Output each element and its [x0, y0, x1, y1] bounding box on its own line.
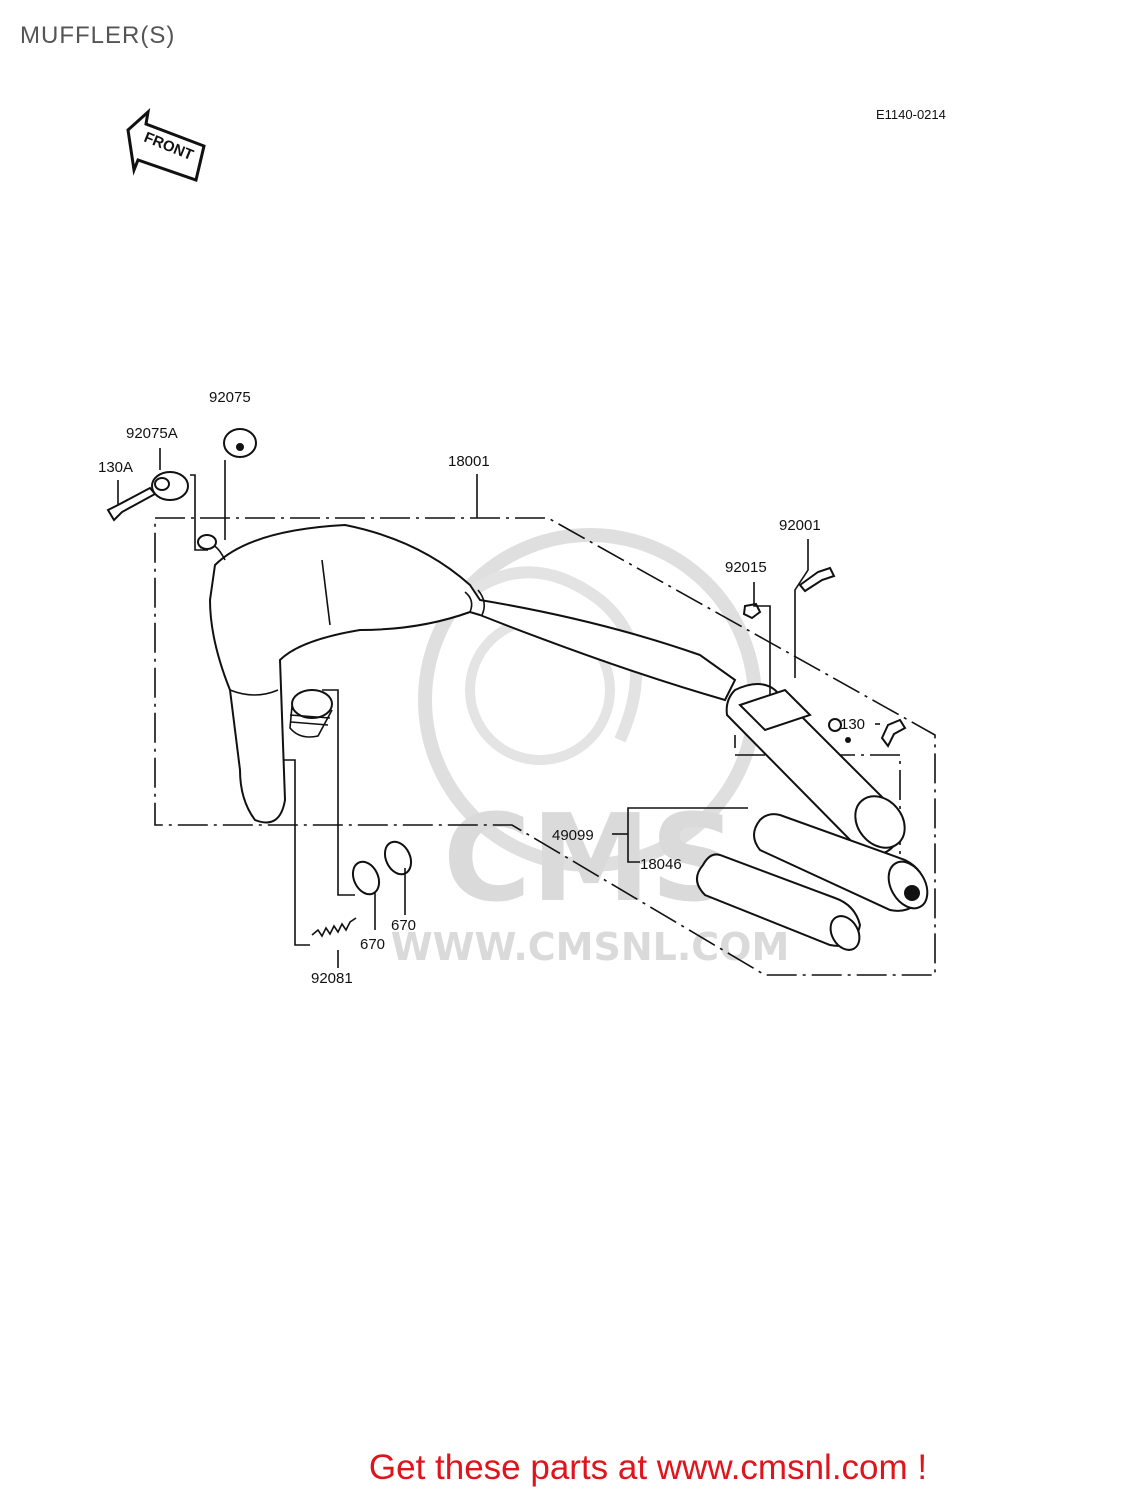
callout-130a: 130A — [98, 459, 133, 476]
callout-labels: 92075 92075A 130A 18001 92001 92015 130 … — [98, 389, 865, 987]
callout-130: 130 — [840, 716, 865, 733]
hardware-92075a-grommet — [151, 471, 189, 501]
callout-18001: 18001 — [448, 453, 490, 470]
hardware-92001-bolt — [798, 566, 836, 593]
page-title: MUFFLER(S) — [20, 22, 176, 49]
silencer-body — [725, 683, 906, 856]
watermark-logo-text: CMS — [443, 790, 737, 929]
callout-92001: 92001 — [779, 517, 821, 534]
expansion-chamber-18001 — [197, 523, 737, 824]
silencer-inner-tubes — [696, 813, 929, 951]
callout-670-right: 670 — [391, 917, 416, 934]
hardware-92081-spring — [311, 917, 357, 938]
callout-670-left: 670 — [360, 936, 385, 953]
callout-92075a: 92075A — [126, 425, 178, 442]
leader-lines — [117, 448, 880, 968]
hardware-130-bolt — [880, 718, 907, 748]
reference-code: E1140-0214 — [876, 107, 946, 122]
callout-92015: 92015 — [725, 559, 767, 576]
callout-92075: 92075 — [209, 389, 251, 406]
hardware-670-gaskets — [351, 840, 413, 896]
hardware-130a-bolt — [106, 486, 157, 522]
callout-92081: 92081 — [311, 970, 353, 987]
callout-49099: 49099 — [552, 827, 594, 844]
watermark-url: WWW.CMSNL.COM — [391, 925, 790, 969]
callout-18046: 18046 — [640, 856, 682, 873]
hardware-92075-grommet — [223, 428, 257, 458]
footer-link-text[interactable]: Get these parts at www.cmsnl.com ! — [368, 1448, 928, 1487]
front-arrow-icon: FRONT — [126, 108, 206, 182]
footer-link[interactable]: Get these parts at www.cmsnl.com ! — [0, 1448, 1146, 1488]
